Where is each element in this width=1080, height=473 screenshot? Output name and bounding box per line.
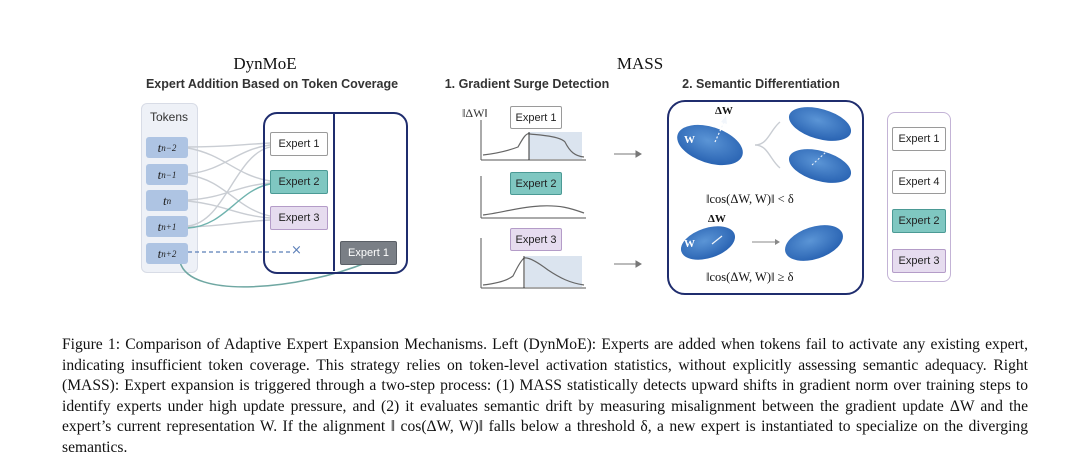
grad-norm-axis-label: ‖ΔW‖ [462,106,488,120]
figure-caption: Figure 1: Comparison of Adaptive Expert … [62,336,1028,456]
expert-pool-frame [263,112,408,274]
tokens-label: Tokens [150,110,189,124]
step1-expert-1: Expert 1 [510,106,562,129]
semantic-panel-frame [667,100,864,295]
reject-mark: × [291,243,302,258]
step2-title: 2. Semantic Differentiation [682,77,840,91]
dynmoe-title: DynMoE [233,54,297,73]
condition-less-than: ‖cos(ΔW, W)‖ < δ [706,192,794,206]
dynmoe-expert-1: Expert 1 [270,132,328,156]
dynmoe-subtitle: Expert Addition Based on Token Coverage [145,77,399,91]
final-expert-pool [887,112,951,282]
dynmoe-expert-3: Expert 3 [270,206,328,230]
final-expert-1: Expert 1 [892,127,946,151]
step1-expert-3: Expert 3 [510,228,562,251]
delta-w-label-top: ΔW [715,105,733,117]
dynmoe-expert-2: Expert 2 [270,170,328,194]
final-expert-2: Expert 2 [892,209,946,233]
w-label-bottom: W [684,238,695,250]
w-label-top: W [684,134,695,146]
condition-greater-equal: ‖cos(ΔW, W)‖ ≥ δ [706,270,794,284]
mass-title: MASS [616,54,664,73]
final-expert-4: Expert 4 [892,170,946,194]
step1-title: 1. Gradient Surge Detection [444,77,610,91]
final-expert-3: Expert 3 [892,249,946,273]
expert-pool-divider [333,113,335,271]
dynmoe-new-expert: Expert 1 [340,241,397,265]
step1-expert-2: Expert 2 [510,172,562,195]
delta-w-label-bottom: ΔW [708,213,726,225]
